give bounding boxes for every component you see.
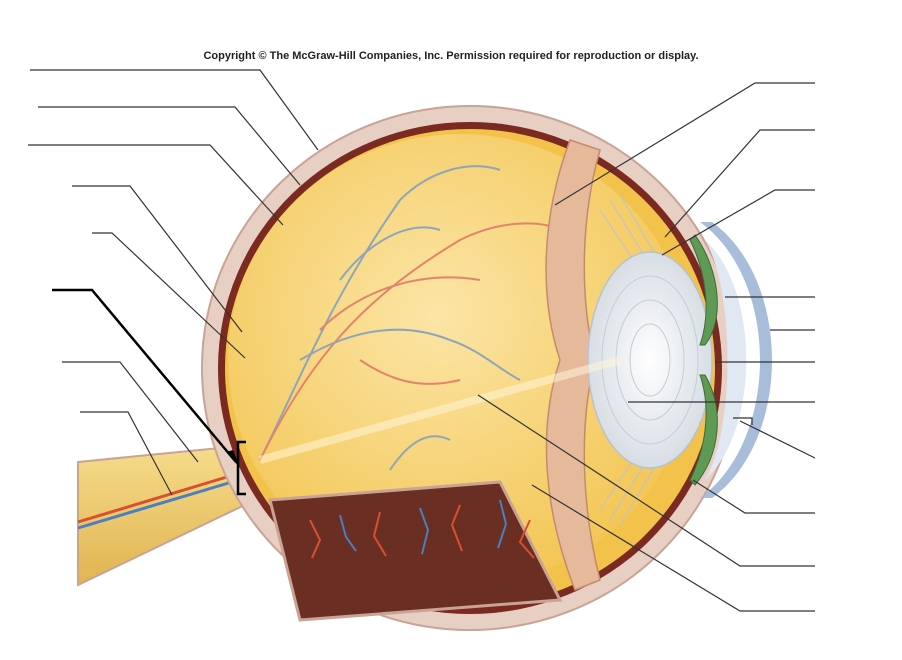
leader-line-right-11 (531, 484, 815, 612)
cornea (700, 222, 772, 498)
optic-disc-arrow-line (52, 288, 237, 463)
optic-disc-bracket (236, 440, 246, 496)
central-vein (77, 474, 253, 530)
leader-line-right-8 (739, 420, 816, 459)
iris-bracket (733, 417, 753, 425)
leader-line-left-3 (28, 144, 284, 226)
leader-line-left-2 (38, 106, 301, 186)
copyright-notice: Copyright © The McGraw-Hill Companies, I… (203, 50, 699, 62)
leader-line-right-2 (664, 129, 815, 238)
optic-disc-arrowhead (226, 450, 240, 468)
iris (689, 234, 718, 486)
leader-line-right-9 (692, 479, 815, 514)
cutaway-vessels (309, 499, 535, 559)
cutaway-wall (268, 480, 563, 622)
leader-lines-right (477, 82, 816, 612)
leader-line-left-1 (30, 69, 319, 151)
leader-line-left-7 (80, 411, 173, 496)
retinal-vessels (259, 165, 561, 471)
leader-line-right-1 (554, 82, 815, 206)
anterior-chamber (705, 240, 747, 480)
leader-line-right-10 (477, 394, 815, 567)
leader-line-left-6 (62, 361, 199, 463)
leader-line-left-5 (92, 232, 246, 359)
leader-line-right-3 (661, 189, 815, 256)
leader-lines-left (28, 69, 319, 496)
ciliary-body (545, 139, 601, 591)
central-artery (77, 468, 251, 524)
leader-line-left-4 (72, 185, 243, 333)
light-axis (258, 356, 622, 464)
lens (587, 251, 713, 469)
